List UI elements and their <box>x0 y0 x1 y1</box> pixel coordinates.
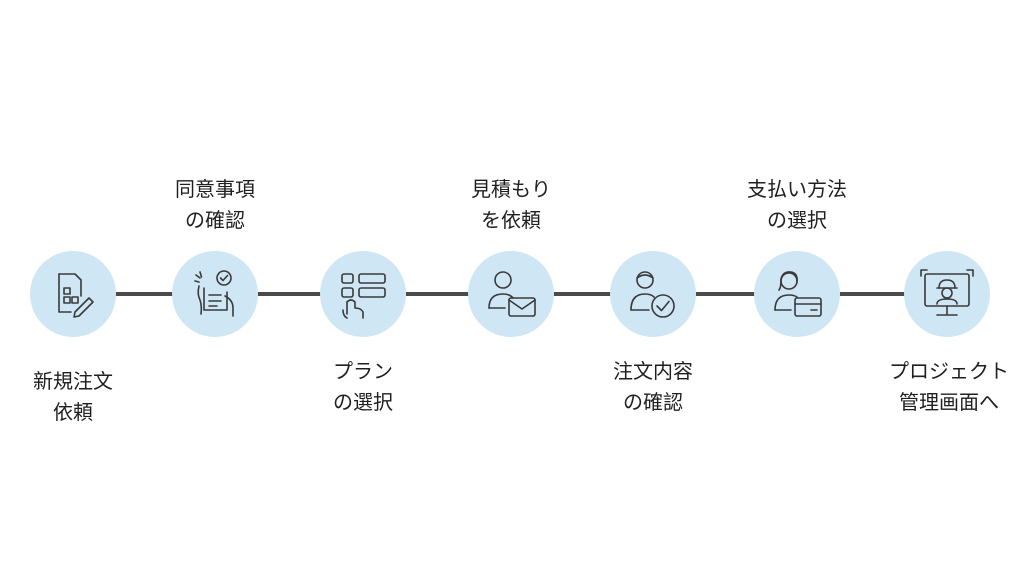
document-edit-icon <box>58 273 94 318</box>
label-line: 支払い方法 <box>747 177 847 201</box>
monitor-worker-icon <box>920 269 974 316</box>
label-line: の選択 <box>333 390 393 414</box>
connector-line <box>840 292 906 296</box>
label-line: 新規注文 <box>33 369 113 393</box>
connector-line <box>554 292 612 296</box>
label-line: 見積もり <box>471 177 551 201</box>
step-new-order <box>30 251 116 337</box>
label-line: 同意事項 <box>175 177 255 201</box>
step-agreement <box>172 251 258 337</box>
step-label-estimate: 見積もり を依頼 <box>436 174 586 236</box>
label-line: プロジェクト <box>889 359 1009 383</box>
connector-line <box>258 292 322 296</box>
plan-select-touch-icon <box>341 273 386 319</box>
step-plan <box>320 251 406 337</box>
step-label-project: プロジェクト 管理画面へ <box>874 356 1024 418</box>
label-line: の確認 <box>185 208 245 232</box>
checklist-touch-icon <box>194 270 234 317</box>
label-line: 注文内容 <box>613 359 693 383</box>
step-label-payment: 支払い方法 の選択 <box>722 174 872 236</box>
step-label-plan: プラン の選択 <box>288 356 438 418</box>
label-line: 依頼 <box>53 400 93 424</box>
label-line: の選択 <box>767 208 827 232</box>
step-order-review <box>610 251 696 337</box>
label-line: 管理画面へ <box>899 390 999 414</box>
user-card-icon <box>774 271 822 317</box>
connector-line <box>406 292 470 296</box>
user-mail-icon <box>488 271 536 317</box>
step-payment <box>754 251 840 337</box>
step-estimate <box>468 251 554 337</box>
label-line: プラン <box>333 359 393 383</box>
step-label-order-review: 注文内容 の確認 <box>578 356 728 418</box>
connector-line <box>116 292 174 296</box>
step-label-agreement: 同意事項 の確認 <box>140 174 290 236</box>
step-project <box>904 251 990 337</box>
user-check-icon <box>630 271 675 318</box>
step-label-new-order: 新規注文 依頼 <box>0 366 148 428</box>
connector-line <box>696 292 756 296</box>
label-line: を依頼 <box>481 208 541 232</box>
label-line: の確認 <box>623 390 683 414</box>
